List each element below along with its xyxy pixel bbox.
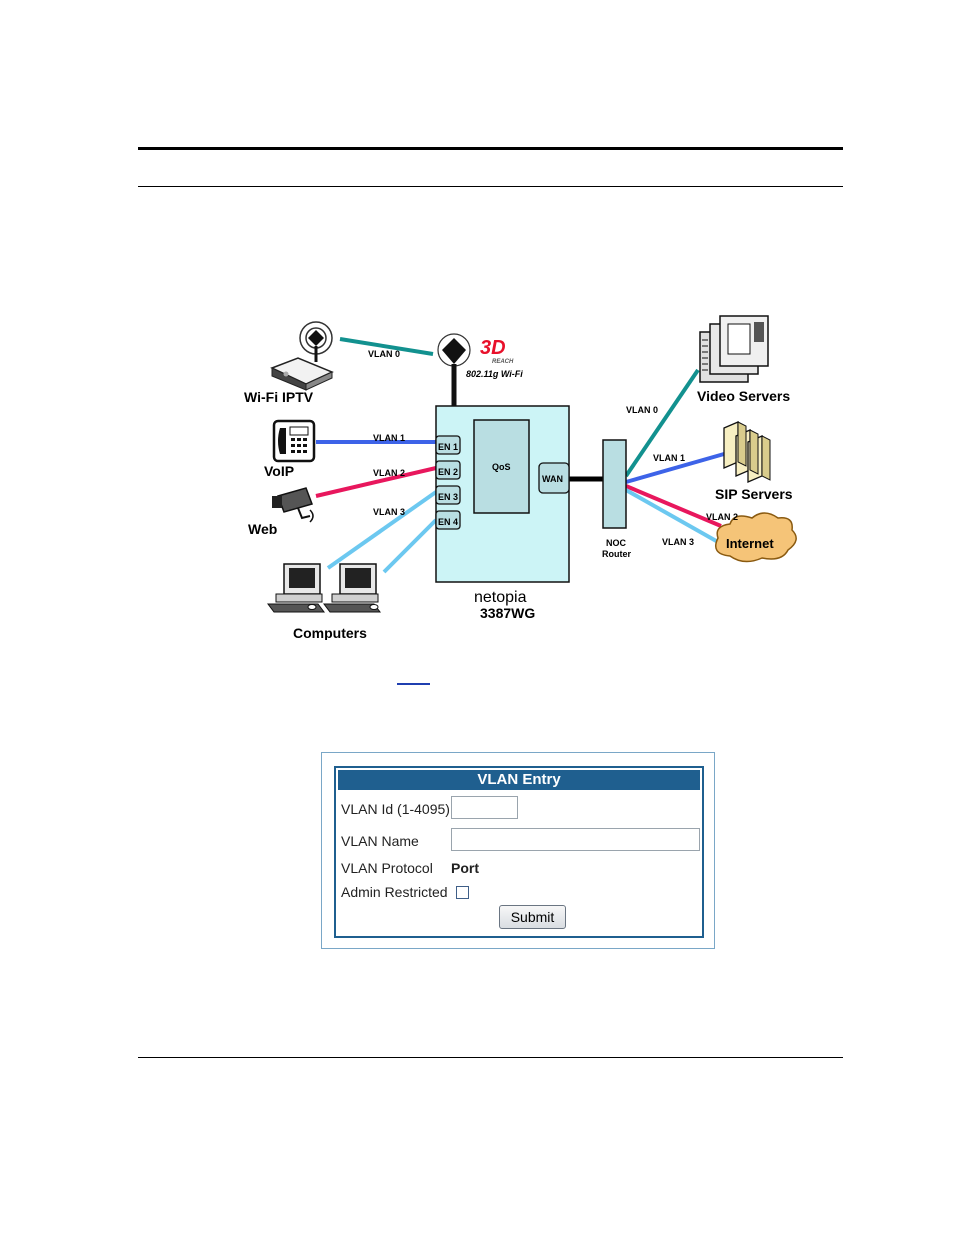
netopia-brand: netopia [474,589,527,606]
vlan2-left-label: VLAN 2 [373,468,405,478]
noc-label: NOC [606,538,627,548]
video-servers-label: Video Servers [697,388,790,404]
hyperlink-underline[interactable] [397,683,430,685]
voip-phone-icon [274,421,314,461]
vlan-network-diagram: Wi-Fi IPTV 3D REACH 802.11g Wi-Fi VoIP W… [236,310,802,640]
qos-label: QoS [492,462,511,472]
svg-text:WAN: WAN [542,474,563,484]
noc-router-box [603,440,626,528]
vlan0-left-label: VLAN 0 [368,349,400,359]
web-label: Web [248,521,277,537]
vlan3-internet-line [626,490,718,542]
vlan3-right-label: VLAN 3 [662,537,694,547]
computer-icon-left [268,564,324,612]
admin-restricted-label: Admin Restricted [341,884,448,900]
en3-port: EN 3 [436,486,460,504]
en2-port: EN 2 [436,461,460,479]
en1-port: EN 1 [436,436,460,454]
computer-icon-right [324,564,380,612]
admin-restricted-checkbox[interactable] [456,886,469,899]
wifi-iptv-icon [272,322,332,390]
3d-reach-logo: 3D REACH [480,337,514,365]
svg-text:EN 1: EN 1 [438,442,458,452]
wan-port: WAN [539,463,569,493]
wifi-iptv-label: Wi-Fi IPTV [244,389,314,405]
submit-button[interactable]: Submit [499,905,566,929]
svg-text:REACH: REACH [492,359,514,365]
vlan1-left-label: VLAN 1 [373,433,405,443]
vlan0-right-label: VLAN 0 [626,405,658,415]
web-camera-icon [272,488,313,522]
vlan3-computer2-line [384,520,436,572]
vlan1-right-label: VLAN 1 [653,453,685,463]
sip-servers-label: SIP Servers [715,486,793,502]
form-title: VLAN Entry [338,770,700,790]
vlan3-computer1-line [328,492,436,568]
vlan2-right-label: VLAN 2 [706,512,738,522]
vlan-entry-form-frame: VLAN Entry VLAN Id (1-4095) VLAN Name VL… [321,752,715,949]
svg-text:3D: 3D [480,337,506,359]
vlan-id-label: VLAN Id (1-4095) [341,801,450,817]
vlan-entry-form: VLAN Entry VLAN Id (1-4095) VLAN Name VL… [334,766,704,938]
computers-label: Computers [293,625,367,640]
footer-rule [138,1057,843,1058]
vlan3-left-label: VLAN 3 [373,507,405,517]
vlan-protocol-value: Port [451,860,479,876]
svg-text:EN 3: EN 3 [438,492,458,502]
voip-label: VoIP [264,463,294,479]
video-servers-icon [700,316,768,382]
router-label: Router [602,549,631,559]
router-model: 3387WG [480,605,535,621]
svg-text:EN 4: EN 4 [438,517,458,527]
en4-port: EN 4 [436,511,460,529]
header-rule-thick [138,147,843,150]
vlan-name-label: VLAN Name [341,833,419,849]
header-rule-thin [138,186,843,187]
svg-text:EN 2: EN 2 [438,467,458,477]
vlan-name-input[interactable] [451,828,700,851]
vlan-protocol-label: VLAN Protocol [341,860,433,876]
internet-label: Internet [726,536,774,551]
sip-servers-icon [724,422,770,482]
wifi-standard-label: 802.11g Wi-Fi [466,369,523,379]
vlan-id-input[interactable] [451,796,518,819]
